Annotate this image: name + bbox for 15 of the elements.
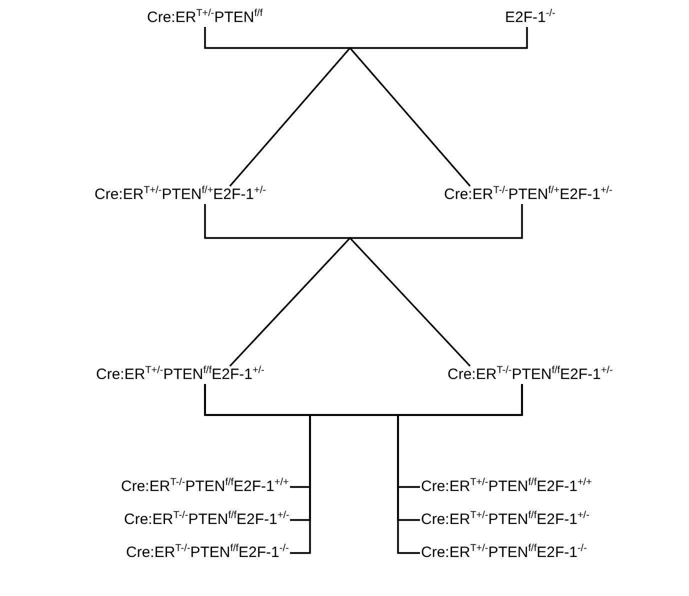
genotype-label: Cre:ER$^{T+/-}$PTEN$^{f/f}$E2F-1$^{+/-}$ [420,511,590,529]
genotype-label: Cre:ER$^{T+/-}$PTEN$^{f/f}$E2F-1$^{+/-}$ [95,366,266,384]
genotype-label: Cre:ER$^{T+/-}$PTEN$^{f/f}$ [146,9,264,27]
connector-line [348,204,523,367]
genotype-label: Cre:ER$^{T-/-}$PTEN$^{f/f}$E2F-1$^{-/-}$ [125,544,290,562]
genotype-label: Cre:ER$^{T+/-}$PTEN$^{f/f}$E2F-1$^{-/-}$ [420,544,588,562]
genotype-label: Cre:ER$^{T-/-}$PTEN$^{f/f}$E2F-1$^{+/-}$ [123,511,290,529]
connector-line [397,384,523,554]
connector-line [348,27,528,186]
genotype-label: E2F-1$^{-/-}$ [504,9,556,27]
genotype-label: Cre:ER$^{T-/-}$PTEN$^{f/+}$E2F-1$^{+/-}$ [443,186,614,204]
genotype-label: Cre:ER$^{T-/-}$PTEN$^{f/f}$E2F-1$^{+/-}$ [446,366,614,384]
genotype-label: Cre:ER$^{T+/-}$PTEN$^{f/+}$E2F-1$^{+/-}$ [94,186,267,204]
genotype-label: Cre:ER$^{T+/-}$PTEN$^{f/f}$E2F-1$^{+/+}$ [420,478,593,496]
genotype-label: Cre:ER$^{T-/-}$PTEN$^{f/f}$E2F-1$^{+/+}$ [120,478,290,496]
